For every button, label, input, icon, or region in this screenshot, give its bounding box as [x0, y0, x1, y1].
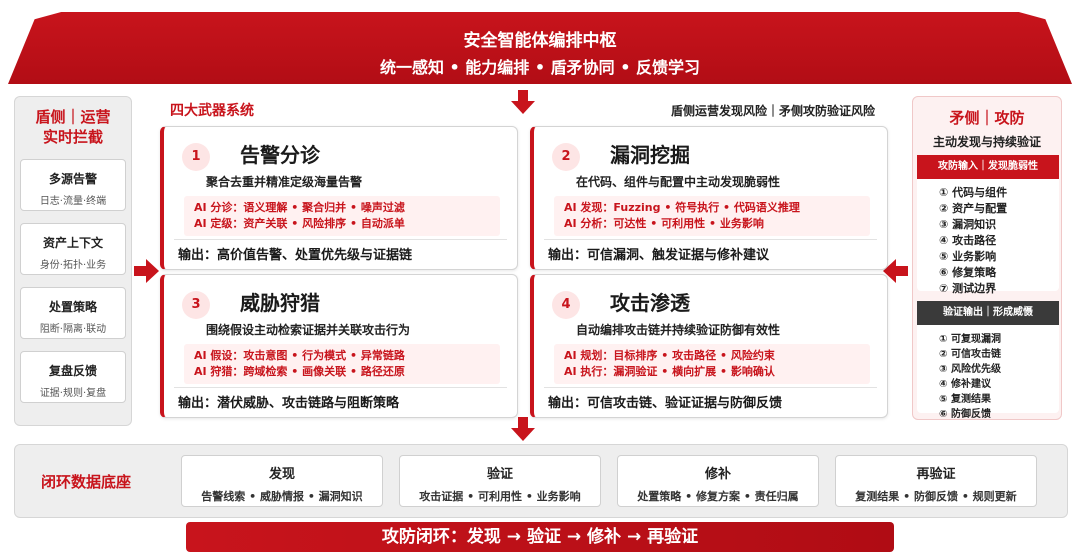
- quad-ai-box: AI 规划：目标排序 • 攻击路径 • 风险约束 AI 执行：漏洞验证 • 横向…: [554, 344, 870, 384]
- list-item: ① 代码与组件: [939, 186, 1008, 199]
- stage-title: 修补: [704, 467, 731, 482]
- quad-ai-line: AI 定级：资产关联 • 风险排序 • 自动派单: [194, 217, 405, 230]
- left-card-title: 处置策略: [48, 300, 97, 314]
- stage-reverify: 再验证 复测结果 • 防御反馈 • 规则更新: [835, 455, 1037, 507]
- stage-title: 发现: [268, 467, 295, 482]
- quad-divider: [544, 387, 877, 388]
- attack-input-box: 攻防输入｜发现脆弱性 ① 代码与组件 ② 资产与配置 ③ 漏洞知识 ④ 攻击路径…: [917, 155, 1059, 295]
- stage-sub: 处置策略 • 修复方案 • 责任归属: [637, 490, 799, 503]
- quad-number-badge: 1: [182, 143, 210, 171]
- left-card-alerts: 多源告警 日志·流量·终端: [20, 159, 126, 211]
- quad-output: 输出：可信漏洞、触发证据与修补建议: [548, 248, 770, 263]
- attack-defense-loop-bar: 攻防闭环：发现 → 验证 → 修补 → 再验证: [186, 522, 894, 552]
- quad-pen-testing: 4 攻击渗透 自动编排攻击链并持续验证防御有效性 AI 规划：目标排序 • 攻击…: [530, 274, 888, 418]
- verify-output-list: ① 可复现漏洞 ② 可信攻击链 ③ 风险优先级 ④ 修补建议 ⑤ 复测结果 ⑥ …: [917, 325, 1059, 420]
- stage-verify: 验证 攻击证据 • 可利用性 • 业务影响: [399, 455, 601, 507]
- arrow-right-icon: [134, 259, 159, 283]
- left-card-title: 复盘反馈: [48, 364, 97, 378]
- list-item: ⑤ 复测结果: [939, 394, 991, 405]
- quad-vuln-mining: 2 漏洞挖掘 在代码、组件与配置中主动发现脆弱性 AI 发现：Fuzzing •…: [530, 126, 888, 270]
- quad-ai-line: AI 假设：攻击意图 • 行为模式 • 异常链路: [194, 349, 405, 362]
- left-panel-shield: 盾侧｜运营 实时拦截 多源告警 日志·流量·终端 资产上下文 身份·拓扑·业务 …: [14, 96, 132, 426]
- quad-divider: [174, 239, 507, 240]
- list-item: ② 资产与配置: [939, 202, 1008, 215]
- quad-output: 输出：潜伏威胁、攻击链路与阻断策略: [178, 396, 400, 411]
- quad-number-badge: 3: [182, 291, 210, 319]
- stage-title: 验证: [486, 467, 513, 482]
- list-item: ④ 修补建议: [939, 379, 991, 390]
- quad-divider: [544, 239, 877, 240]
- left-title-line2: 实时拦截: [42, 128, 103, 146]
- weapons-system-title: 四大武器系统: [170, 103, 254, 119]
- banner-subtitle: 统一感知 • 能力编排 • 盾矛协同 • 反馈学习: [379, 58, 701, 77]
- left-card-review-feedback: 复盘反馈 证据·规则·复盘: [20, 351, 126, 403]
- quad-output: 输出：可信攻击链、验证证据与防御反馈: [548, 396, 783, 411]
- quad-number-badge: 2: [552, 143, 580, 171]
- left-card-sub: 阻断·隔离·联动: [39, 324, 107, 335]
- attack-input-list: ① 代码与组件 ② 资产与配置 ③ 漏洞知识 ④ 攻击路径 ⑤ 业务影响 ⑥ 修…: [917, 179, 1059, 296]
- left-card-sub: 身份·拓扑·业务: [39, 260, 107, 271]
- list-item: ③ 漏洞知识: [939, 218, 997, 231]
- list-item: ⑥ 防御反馈: [939, 409, 991, 420]
- left-panel-title: 盾侧｜运营 实时拦截: [15, 107, 131, 147]
- quad-title: 告警分诊: [240, 143, 320, 167]
- left-card-sub: 证据·规则·复盘: [39, 388, 107, 399]
- left-card-sub: 日志·流量·终端: [39, 196, 107, 207]
- left-title-line1: 盾侧｜运营: [35, 108, 111, 126]
- stage-sub: 攻击证据 • 可利用性 • 业务影响: [419, 490, 581, 503]
- left-card-title: 多源告警: [48, 172, 97, 186]
- base-title: 闭环数据底座: [41, 473, 132, 491]
- arrow-down-bottom-icon: [511, 417, 535, 441]
- quad-divider: [174, 387, 507, 388]
- quad-ai-line: AI 分诊：语义理解 • 聚合归并 • 噪声过滤: [194, 201, 405, 214]
- stage-patch: 修补 处置策略 • 修复方案 • 责任归属: [617, 455, 819, 507]
- right-panel-spear: 矛侧｜攻防 主动发现与持续验证 攻防输入｜发现脆弱性 ① 代码与组件 ② 资产与…: [912, 96, 1062, 420]
- quad-ai-box: AI 分诊：语义理解 • 聚合归并 • 噪声过滤 AI 定级：资产关联 • 风险…: [184, 196, 500, 236]
- left-card-asset-context: 资产上下文 身份·拓扑·业务: [20, 223, 126, 275]
- stage-sub: 告警线索 • 威胁情报 • 漏洞知识: [201, 490, 363, 503]
- quad-title: 攻击渗透: [610, 291, 690, 315]
- list-item: ④ 攻击路径: [939, 234, 997, 247]
- quad-ai-box: AI 假设：攻击意图 • 行为模式 • 异常链路 AI 狩猎：跨域检索 • 画像…: [184, 344, 500, 384]
- quad-ai-line: AI 执行：漏洞验证 • 横向扩展 • 影响确认: [564, 365, 775, 378]
- quad-title: 威胁狩猎: [240, 291, 320, 315]
- quad-ai-line: AI 发现：Fuzzing • 符号执行 • 代码语义推理: [564, 201, 800, 214]
- top-banner: 安全智能体编排中枢 统一感知 • 能力编排 • 盾矛协同 • 反馈学习: [8, 12, 1072, 84]
- right-panel-title: 矛侧｜攻防: [949, 109, 1025, 127]
- stage-sub: 复测结果 • 防御反馈 • 规则更新: [855, 490, 1017, 503]
- quad-subtitle: 围绕假设主动检索证据并关联攻击行为: [206, 323, 411, 337]
- quad-title: 漏洞挖掘: [610, 143, 690, 167]
- closed-loop-data-base: 闭环数据底座 发现 告警线索 • 威胁情报 • 漏洞知识 验证 攻击证据 • 可…: [14, 444, 1068, 518]
- quad-output: 输出：高价值告警、处置优先级与证据链: [178, 248, 413, 263]
- quad-ai-box: AI 发现：Fuzzing • 符号执行 • 代码语义推理 AI 分析：可达性 …: [554, 196, 870, 236]
- right-panel-subtitle: 主动发现与持续验证: [932, 135, 1041, 149]
- quad-ai-line: AI 分析：可达性 • 可利用性 • 业务影响: [564, 217, 764, 230]
- list-item: ② 可信攻击链: [939, 349, 1001, 360]
- left-card-response-policy: 处置策略 阻断·隔离·联动: [20, 287, 126, 339]
- stage-discover: 发现 告警线索 • 威胁情报 • 漏洞知识: [181, 455, 383, 507]
- quad-number-badge: 4: [552, 291, 580, 319]
- list-item: ⑤ 业务影响: [939, 250, 997, 263]
- list-item: ⑥ 修复策略: [939, 266, 997, 279]
- verify-output-header: 验证输出｜形成威慑: [917, 301, 1059, 325]
- quad-subtitle: 聚合去重并精准定级海量告警: [206, 175, 363, 189]
- quad-subtitle: 在代码、组件与配置中主动发现脆弱性: [576, 175, 781, 189]
- quad-threat-hunting: 3 威胁狩猎 围绕假设主动检索证据并关联攻击行为 AI 假设：攻击意图 • 行为…: [160, 274, 518, 418]
- quad-alert-triage: 1 告警分诊 聚合去重并精准定级海量告警 AI 分诊：语义理解 • 聚合归并 •…: [160, 126, 518, 270]
- attack-input-header: 攻防输入｜发现脆弱性: [917, 155, 1059, 179]
- arrow-down-top-icon: [511, 90, 535, 114]
- banner-title: 安全智能体编排中枢: [463, 31, 617, 51]
- quad-ai-line: AI 规划：目标排序 • 攻击路径 • 风险约束: [564, 349, 775, 362]
- quad-ai-line: AI 狩猎：跨域检索 • 画像关联 • 路径还原: [194, 365, 405, 378]
- stage-title: 再验证: [916, 467, 956, 482]
- verify-output-box: 验证输出｜形成威慑 ① 可复现漏洞 ② 可信攻击链 ③ 风险优先级 ④ 修补建议…: [917, 301, 1059, 420]
- weapons-system-note: 盾侧运营发现风险｜矛侧攻防验证风险: [670, 104, 875, 118]
- quad-subtitle: 自动编排攻击链并持续验证防御有效性: [576, 323, 781, 337]
- left-card-title: 资产上下文: [42, 236, 103, 250]
- list-item: ① 可复现漏洞: [939, 334, 1001, 345]
- list-item: ⑦ 测试边界: [939, 282, 997, 295]
- list-item: ③ 风险优先级: [939, 364, 1001, 375]
